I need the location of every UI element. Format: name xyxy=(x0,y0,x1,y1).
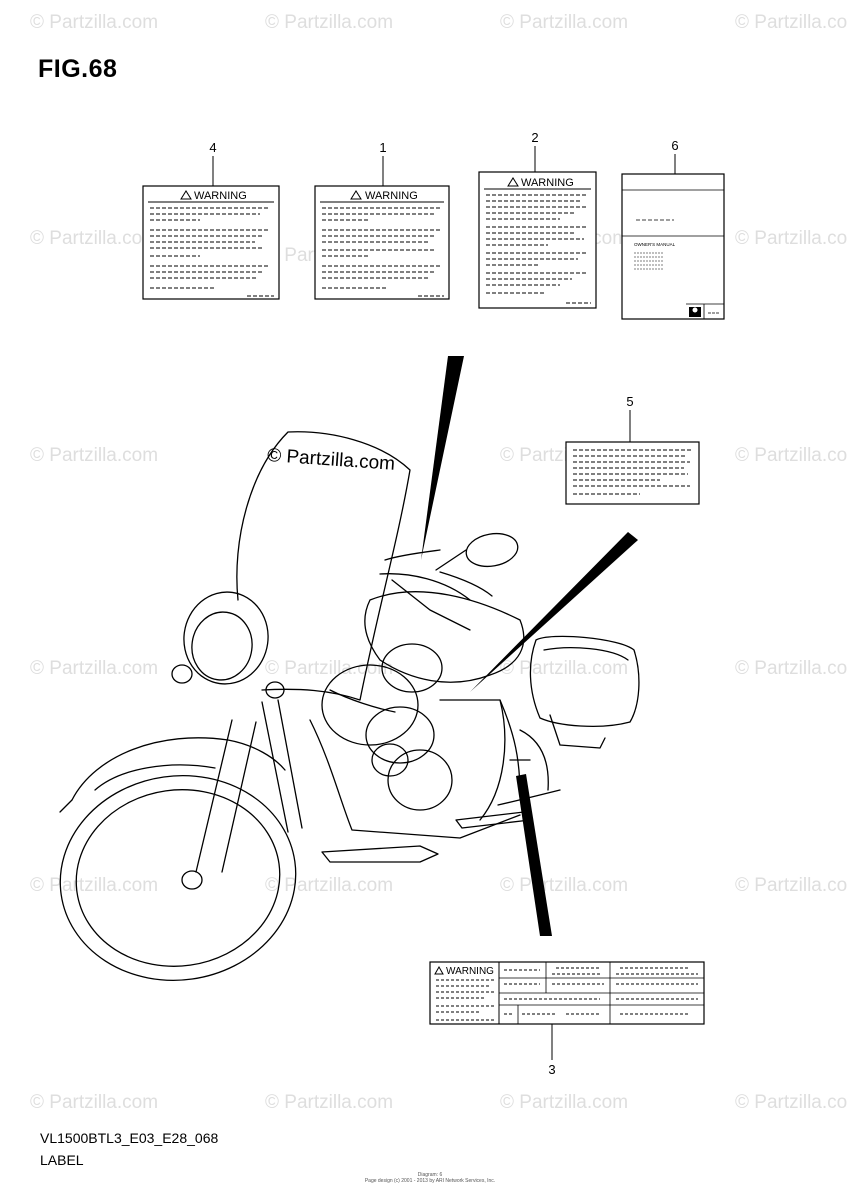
callout-number: 4 xyxy=(209,140,216,155)
watermark: © Partzilla.com xyxy=(30,12,159,33)
watermark: © Partzilla.com xyxy=(735,445,848,466)
watermark: © Partzilla.com xyxy=(30,875,159,896)
warning-text: WARNING xyxy=(446,966,494,977)
watermark: © Partzilla.com xyxy=(265,875,394,896)
watermark: © Partzilla.com xyxy=(735,1092,848,1113)
callout-number: 5 xyxy=(626,394,633,409)
label-4[interactable]: 4 WARNING xyxy=(142,140,280,300)
watermark: © Partzilla.com xyxy=(30,445,159,466)
watermark: © Partzilla.com xyxy=(500,1092,629,1113)
watermark: © Partzilla.com xyxy=(30,228,159,249)
watermark: © Partzilla.com xyxy=(265,1092,394,1113)
label-2[interactable]: 2 WARNING xyxy=(478,130,597,309)
diagram-description: LABEL xyxy=(40,1152,84,1168)
callout-number: 6 xyxy=(671,138,678,153)
figure-title: FIG.68 xyxy=(38,55,118,83)
watermark: © Partzilla.com xyxy=(500,658,629,679)
watermark: © Partzilla.com xyxy=(735,875,848,896)
diagram-code: VL1500BTL3_E03_E28_068 xyxy=(40,1130,219,1146)
callout-number: 2 xyxy=(531,130,538,145)
warning-text: WARNING xyxy=(521,177,574,189)
label-5[interactable]: 5 xyxy=(565,394,700,505)
watermark: © Partzilla.com xyxy=(735,228,848,249)
label-3[interactable]: WARNING 3 xyxy=(429,961,705,1077)
leader-pointer xyxy=(470,532,638,692)
callout-number: 1 xyxy=(379,140,386,155)
page-footer: Diagram: 6 Page design (c) 2001 - 2013 b… xyxy=(360,1172,500,1184)
motorcycle-illustration xyxy=(59,431,640,981)
label-1[interactable]: 1 WARNING xyxy=(314,140,450,300)
callout-number: 3 xyxy=(548,1062,555,1077)
watermark: © Partzilla.com xyxy=(265,658,394,679)
manual-title: OWNER'S MANUAL xyxy=(634,242,676,247)
footer-line: Page design (c) 2001 - 2013 by ARI Netwo… xyxy=(364,1178,496,1184)
watermark: © Partzilla.com xyxy=(30,658,159,679)
warning-text: WARNING xyxy=(365,190,418,202)
watermark: © Partzilla.com xyxy=(30,1092,159,1113)
footer-line: Diagram: 6 xyxy=(417,1172,443,1178)
leader-pointer xyxy=(516,774,552,936)
watermark: © Partzilla.com xyxy=(500,12,629,33)
watermark: © Partzilla.com xyxy=(735,658,848,679)
leader-pointer xyxy=(421,356,464,560)
warning-text: WARNING xyxy=(194,190,247,202)
owners-manual-6[interactable]: 6 OWNER'S MANUAL xyxy=(621,138,725,320)
watermark: © Partzilla.com xyxy=(735,12,848,33)
watermark: © Partzilla.com xyxy=(265,12,394,33)
